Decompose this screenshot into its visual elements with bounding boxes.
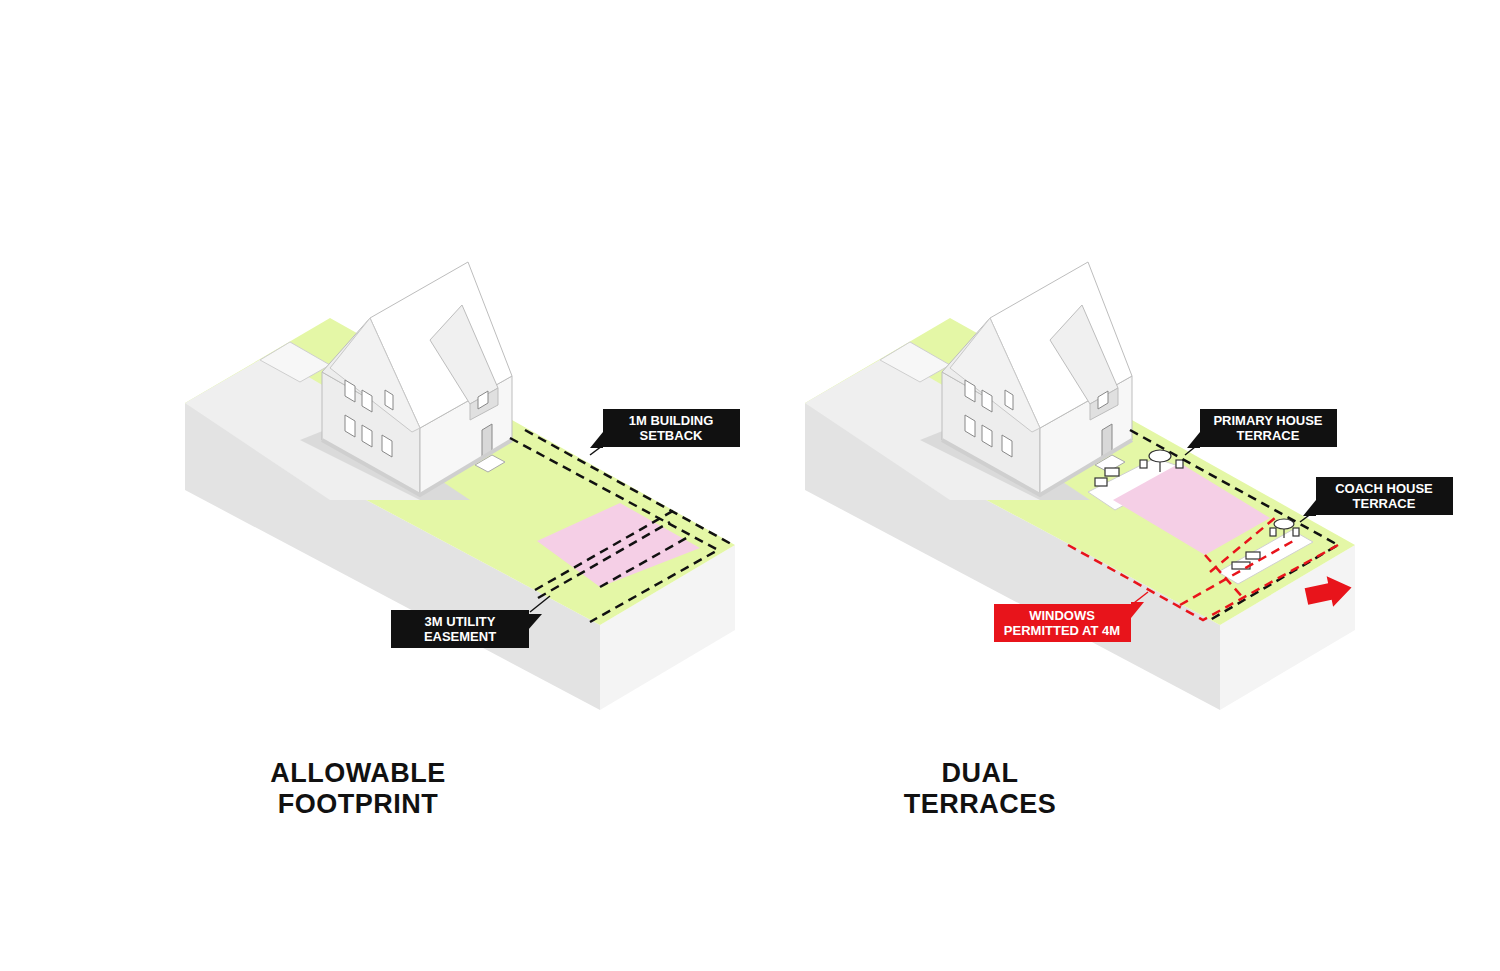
callout-box: 1M BUILDING SETBACK bbox=[603, 409, 740, 447]
callout-text: COACH HOUSE TERRACE bbox=[1326, 481, 1443, 511]
panel-title: DUAL TERRACES bbox=[880, 758, 1080, 820]
callout-text: PRIMARY HOUSE TERRACE bbox=[1210, 413, 1327, 443]
callout-box: PRIMARY HOUSE TERRACE bbox=[1200, 409, 1337, 447]
callout-text: WINDOWS PERMITTED AT 4M bbox=[1004, 608, 1121, 638]
setback-lines bbox=[510, 430, 733, 622]
callout-box: 3M UTILITY EASEMENT bbox=[391, 610, 529, 648]
site-left bbox=[185, 262, 735, 710]
callout-text: 3M UTILITY EASEMENT bbox=[401, 614, 519, 644]
site-right bbox=[805, 262, 1355, 710]
callout-box: COACH HOUSE TERRACE bbox=[1316, 477, 1453, 515]
panel-title: ALLOWABLE FOOTPRINT bbox=[258, 758, 458, 820]
callout-box: WINDOWS PERMITTED AT 4M bbox=[994, 604, 1131, 642]
callout-text: 1M BUILDING SETBACK bbox=[613, 413, 730, 443]
